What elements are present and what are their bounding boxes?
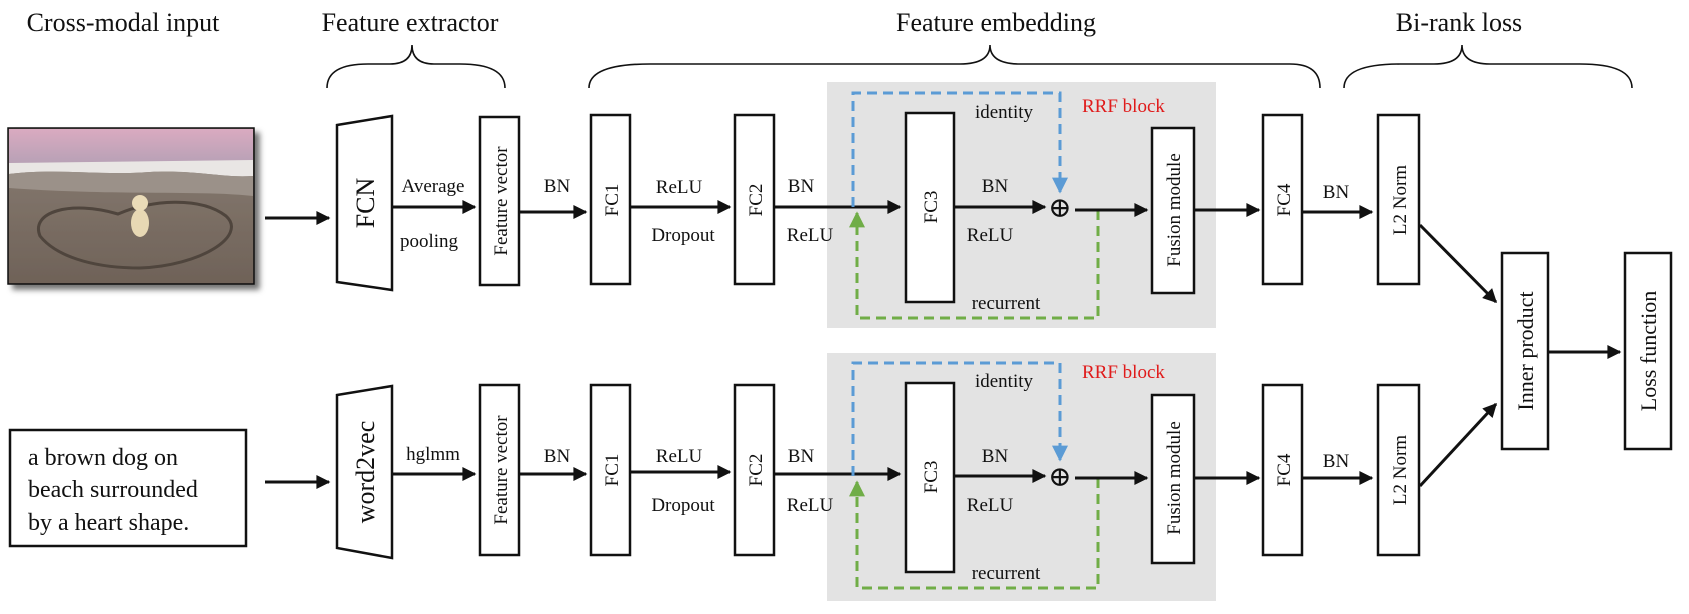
fc2-bottom-label: FC2: [746, 454, 767, 487]
arrow-l2-bottom-to-inner-product: [1418, 402, 1498, 488]
header-feature-extractor: Feature extractor: [322, 8, 499, 37]
dropout-top-label: Dropout: [651, 225, 715, 246]
l2-norm-top-label: L2 Norm: [1390, 165, 1411, 235]
brace-bi-rank-loss: [1343, 44, 1633, 89]
brace-feature-embedding: [588, 44, 1321, 89]
fusion-module-bottom-label: Fusion module: [1164, 421, 1185, 534]
caption-text-box: [8, 428, 248, 548]
l2-norm-top: [1376, 113, 1421, 286]
hglmm-label: hglmm: [406, 444, 460, 465]
average-label: Average: [402, 176, 465, 197]
word2vec-extractor: [335, 384, 394, 560]
identity-line-bottom: [851, 361, 1068, 476]
arrow-l2-top-to-inner-product: [1418, 223, 1498, 304]
plus-bottom: ⊕: [1048, 462, 1071, 493]
relu3-top-label: ReLU: [967, 225, 1014, 246]
bn2-top-label: BN: [788, 176, 815, 197]
identity-line-top: [851, 91, 1068, 207]
caption-line-1: a brown dog on: [28, 445, 178, 471]
l2-norm-bottom: [1376, 383, 1421, 557]
identity-top-label: identity: [975, 102, 1034, 123]
recurrent-top-label: recurrent: [972, 293, 1041, 314]
caption-line-2: beach surrounded: [28, 477, 198, 503]
fc4-bottom-label: FC4: [1274, 453, 1295, 486]
identity-bottom-label: identity: [975, 371, 1034, 392]
fc4-top-label: FC4: [1274, 183, 1295, 216]
inner-product: [1500, 251, 1550, 451]
feature-vector-bottom: [478, 383, 521, 557]
rrf-block-top-label: RRF block: [1082, 96, 1165, 117]
fc1-bottom-label: FC1: [602, 454, 623, 487]
plus-top: ⊕: [1048, 193, 1071, 224]
recurrent-bottom-label: recurrent: [972, 563, 1041, 584]
loss-function: [1623, 251, 1673, 451]
caption-line-3: by a heart shape.: [28, 510, 189, 536]
fc3-bottom-label: FC3: [921, 461, 942, 494]
fc1-bottom: [589, 383, 632, 557]
header-bi-rank-loss: Bi-rank loss: [1396, 8, 1522, 37]
feature-vector-top: [478, 115, 521, 287]
relu3-bottom-label: ReLU: [967, 495, 1014, 516]
bn2-bottom-label: BN: [788, 446, 815, 467]
bn4-top-label: BN: [1323, 182, 1350, 203]
feature-vector-bottom-label: Feature vector: [491, 415, 512, 525]
pooling-label: pooling: [400, 231, 459, 252]
bn3-top-label: BN: [982, 176, 1009, 197]
feature-vector-top-label: Feature vector: [491, 146, 512, 256]
fusion-module-top: [1150, 126, 1196, 295]
recurrent-line-bottom: [849, 478, 1100, 590]
recurrent-line-top: [849, 210, 1100, 320]
fc2-top: [733, 113, 776, 286]
fc4-bottom: [1261, 383, 1304, 557]
relu2-top-label: ReLU: [787, 225, 834, 246]
inner-product-label: Inner product: [1513, 291, 1538, 410]
fusion-module-top-label: Fusion module: [1164, 153, 1185, 266]
fc1-top-label: FC1: [602, 184, 623, 217]
bn1-bottom-label: BN: [544, 446, 571, 467]
fc2-bottom: [733, 383, 776, 557]
fusion-module-bottom: [1150, 393, 1196, 565]
relu1-top-label: ReLU: [656, 177, 703, 198]
loss-function-label: Loss function: [1636, 291, 1661, 411]
bn1-top-label: BN: [544, 176, 571, 197]
l2-norm-bottom-label: L2 Norm: [1390, 435, 1411, 505]
fc4-top: [1261, 113, 1304, 286]
word2vec-label: word2vec: [351, 421, 380, 524]
dropout-bottom-label: Dropout: [651, 495, 715, 516]
relu2-bottom-label: ReLU: [787, 495, 834, 516]
fc3-bottom: [904, 381, 956, 574]
bn4-bottom-label: BN: [1323, 451, 1350, 472]
fcn-extractor: [335, 114, 394, 292]
bn3-bottom-label: BN: [982, 446, 1009, 467]
input-image-beach-dog: [7, 127, 255, 285]
header-feature-embedding: Feature embedding: [896, 8, 1096, 37]
fcn-label: FCN: [351, 177, 380, 228]
fc3-top-label: FC3: [921, 191, 942, 224]
fc2-top-label: FC2: [746, 184, 767, 217]
relu1-bottom-label: ReLU: [656, 446, 703, 467]
rrf-block-bottom-label: RRF block: [1082, 362, 1165, 383]
fc1-top: [589, 113, 632, 286]
header-cross-modal-input: Cross-modal input: [27, 8, 221, 37]
brace-feature-extractor: [326, 44, 506, 89]
